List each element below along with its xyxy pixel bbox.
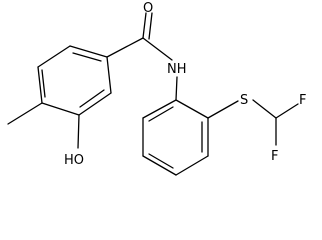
amide-nh-label: NH: [167, 62, 187, 77]
aryl-sulfur-bond: [207, 100, 239, 119]
molecule-structure: O NH HO S F F: [7, 1, 306, 176]
methyl-bond: [7, 102, 43, 125]
carbonyl-bond: [106, 12, 153, 58]
fluorine-bottom-label: F: [271, 149, 278, 164]
cf-bond-top: [275, 103, 299, 119]
sulfur-carbon-bond: [252, 99, 277, 119]
sulfur-label: S: [240, 93, 248, 108]
hydroxyl-label: HO: [64, 153, 84, 168]
aniline-ring: [142, 99, 209, 176]
hydroxyl-bond: [77, 114, 80, 149]
carbonyl-oxygen-label: O: [143, 1, 153, 16]
fluorine-top-label: F: [299, 93, 306, 108]
amide-bond: [142, 37, 173, 61]
n-aryl-bond: [175, 76, 178, 101]
benzoyl-ring: [37, 45, 112, 116]
